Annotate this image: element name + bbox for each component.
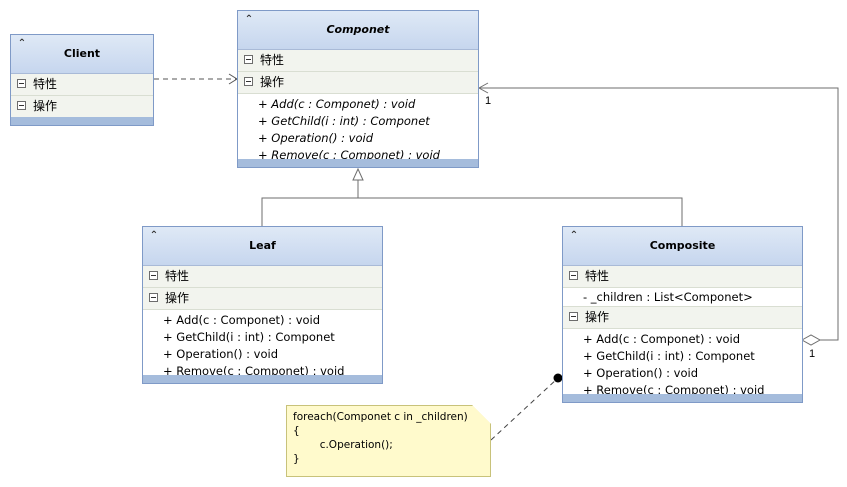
comment-note[interactable]: foreach(Componet c in _children) { c.Ope…	[286, 405, 491, 477]
class-name: Leaf	[249, 239, 276, 252]
class-leaf[interactable]: ⌃ Leaf 特性 操作 + Add(c : Componet) : void …	[142, 226, 383, 384]
section-label: 操作	[165, 291, 190, 305]
section-label: 特性	[585, 269, 610, 283]
operation-member[interactable]: + Remove(c : Componet) : void	[163, 364, 345, 378]
note-anchor-dot	[553, 373, 563, 383]
aggregation-line[interactable]	[479, 87, 839, 341]
section-operations[interactable]: 操作	[238, 72, 478, 94]
note-line: {	[293, 425, 300, 437]
minus-toggle-icon[interactable]	[17, 79, 26, 88]
class-header[interactable]: ⌃ Leaf	[143, 227, 382, 266]
minus-toggle-icon[interactable]	[149, 271, 158, 280]
aggregation-arrowhead	[477, 82, 489, 94]
generalization-triangle	[352, 167, 364, 181]
class-name: Composite	[649, 239, 716, 252]
class-name: Componet	[326, 23, 390, 36]
section-attributes[interactable]: 特性	[238, 50, 478, 72]
minus-toggle-icon[interactable]	[569, 271, 578, 280]
section-operations[interactable]: 操作	[563, 306, 802, 329]
minus-toggle-icon[interactable]	[569, 312, 578, 321]
section-operations[interactable]: 操作	[143, 288, 382, 310]
class-componet[interactable]: ⌃ Componet 特性 操作 + Add(c : Componet) : v…	[237, 10, 479, 168]
class-footer	[238, 159, 478, 167]
minus-toggle-icon[interactable]	[149, 293, 158, 302]
section-label: 特性	[33, 77, 58, 91]
operation-member[interactable]: + Add(c : Componet) : void	[258, 97, 416, 111]
minus-toggle-icon[interactable]	[244, 77, 253, 86]
note-line: }	[293, 453, 300, 465]
class-client[interactable]: ⌃ Client 特性 操作	[10, 34, 154, 126]
operation-member[interactable]: + Operation() : void	[583, 366, 699, 380]
class-composite[interactable]: ⌃ Composite 特性 - _children : List<Compon…	[562, 226, 803, 403]
operation-member[interactable]: + Operation() : void	[163, 347, 279, 361]
note-anchor-line[interactable]	[490, 377, 559, 441]
class-header[interactable]: ⌃ Componet	[238, 11, 478, 50]
section-attributes[interactable]: 特性	[143, 266, 382, 288]
note-line: foreach(Componet c in _children)	[293, 411, 468, 423]
operation-member[interactable]: + Add(c : Componet) : void	[583, 332, 741, 346]
class-header[interactable]: ⌃ Composite	[563, 227, 802, 266]
section-label: 操作	[33, 99, 58, 113]
collapse-chevron-icon[interactable]: ⌃	[17, 38, 27, 49]
section-attributes[interactable]: 特性	[563, 266, 802, 288]
generalization-line-leaf[interactable]	[261, 197, 683, 226]
operation-member[interactable]: + GetChild(i : int) : Componet	[163, 330, 335, 344]
operation-member[interactable]: + Remove(c : Componet) : void	[583, 383, 765, 397]
class-footer	[563, 394, 802, 402]
operation-member[interactable]: + Operation() : void	[258, 131, 374, 145]
collapse-chevron-icon[interactable]: ⌃	[149, 230, 159, 241]
minus-toggle-icon[interactable]	[17, 101, 26, 110]
multiplicity-label-composite: 1	[809, 348, 816, 360]
section-operations[interactable]: 操作	[11, 96, 153, 118]
section-label: 特性	[260, 53, 285, 67]
operation-member[interactable]: + Add(c : Componet) : void	[163, 313, 321, 327]
multiplicity-label-componet: 1	[485, 95, 492, 107]
collapse-chevron-icon[interactable]: ⌃	[244, 14, 254, 25]
section-label: 操作	[585, 310, 610, 324]
class-footer	[11, 117, 153, 125]
operation-member[interactable]: + GetChild(i : int) : Componet	[258, 114, 430, 128]
section-label: 特性	[165, 269, 190, 283]
collapse-chevron-icon[interactable]: ⌃	[569, 230, 579, 241]
section-label: 操作	[260, 75, 285, 89]
minus-toggle-icon[interactable]	[244, 55, 253, 64]
operation-member[interactable]: + Remove(c : Componet) : void	[258, 148, 440, 162]
class-header[interactable]: ⌃ Client	[11, 35, 153, 74]
attribute-member[interactable]: - _children : List<Componet>	[583, 290, 753, 304]
note-line: c.Operation();	[293, 439, 393, 451]
class-name: Client	[63, 47, 101, 60]
aggregation-diamond	[800, 334, 822, 346]
operation-member[interactable]: + GetChild(i : int) : Componet	[583, 349, 755, 363]
class-footer	[143, 375, 382, 383]
section-attributes[interactable]: 特性	[11, 74, 153, 96]
